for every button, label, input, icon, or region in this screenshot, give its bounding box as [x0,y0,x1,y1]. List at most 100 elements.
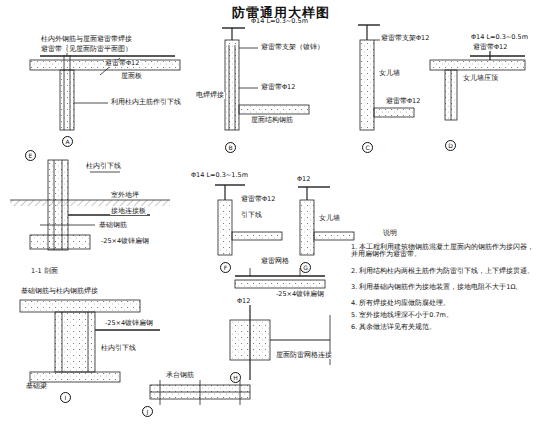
detail-stroke-stroke [298,186,330,187]
detail-stroke-stroke [90,172,120,173]
detail-stroke-stroke [314,232,354,240]
part-label: 屋面结构钢筋 [250,117,294,124]
detail-stroke-stroke [218,200,232,255]
detail-f [298,187,354,255]
detail-stroke-stroke [240,380,241,405]
part-label: 基础钢筋与柱内钢筋焊接 [20,288,99,295]
section-1-1 [10,160,170,250]
part-label: 避雷带Φ12 [104,60,140,67]
part-label: 避雷带Φ12 [472,44,508,51]
detail-stroke-stroke [235,45,236,130]
detail-stroke-stroke [306,187,307,200]
part-label: 柱内引下线 [100,345,137,352]
detail-stroke-stroke [360,40,374,130]
detail-stroke-stroke [215,184,245,185]
detail-stroke-stroke [229,45,230,130]
detail-stroke-stroke [10,200,170,206]
detail-stroke-stroke [20,300,140,312]
part-label: 室外地坪 [110,192,140,199]
detail-e [215,185,282,255]
detail-d [430,45,525,120]
detail-stroke-stroke [225,40,239,130]
part-label: Φ12 [236,298,251,305]
detail-stroke-stroke [430,60,525,70]
part-label: 基础钢筋 [98,222,128,229]
detail-stroke-stroke [470,55,525,56]
part-label: 屋面防雷网格连接 [275,352,333,359]
detail-stroke-stroke [239,48,258,49]
note-line: 5. 室外接地线埋深不小于0.7m。 [350,312,542,319]
part-label: 避雷带支架Φ12 [380,35,430,42]
detail-stroke-stroke [62,312,63,372]
detail-stroke-stroke [74,103,108,104]
note-line: 6. 其余做法详见有关规范。 [350,324,542,331]
detail-stroke-stroke [300,200,314,255]
detail-stroke-stroke [40,55,175,56]
detail-callout: A [62,136,73,147]
detail-stroke-stroke [64,55,65,130]
detail-stroke-stroke [30,235,90,249]
detail-callout: I [60,392,71,403]
detail-stroke-stroke [235,280,325,288]
detail-callout: B [225,142,236,153]
part-label: 1-1 剖面 [30,268,59,275]
detail-stroke-stroke [40,225,95,226]
part-label: -25×4镀锌扁钢 [104,320,154,327]
detail-stroke-stroke [231,28,232,40]
part-label: 说明 [382,230,398,237]
part-label: 电焊焊接 [195,92,225,99]
detail-stroke-stroke [88,312,89,372]
part-label: 避雷带Φ12 [260,84,296,91]
detail-i [20,300,160,382]
note-line: 3. 利用基础内钢筋作为接地装置，接地电阻不大于1Ω。 [350,284,542,291]
detail-stroke-stroke [239,105,309,114]
part-label: 女儿墙 [378,70,401,77]
detail-stroke-stroke [358,24,380,25]
detail-stroke-stroke [270,339,330,340]
detail-stroke-stroke [222,27,245,28]
part-label: 引下线 [240,212,263,219]
note-line: 4. 所有焊接处均应做防腐处理。 [350,300,542,307]
detail-stroke-stroke [60,70,74,130]
part-label: 避雷带支架（镀锌） [260,44,325,51]
detail-stroke-stroke [30,372,120,382]
detail-stroke-stroke [232,232,282,240]
detail-stroke-stroke [30,60,180,70]
detail-stroke-stroke [445,70,457,120]
detail-stroke-stroke [366,25,367,40]
part-label: 避雷带Φ12 [240,196,276,203]
part-label: Φ12 [296,176,311,183]
detail-callout: D [445,140,456,151]
detail-stroke-stroke [374,108,414,117]
detail-stroke-stroke [250,268,251,276]
note-line: 1. 本工程利用建筑物钢筋混凝土屋面内的钢筋作为接闪器，并用扁钢作为避雷带。 [350,244,542,259]
part-label: 承台钢筋 [165,372,195,379]
detail-stroke-stroke [70,55,71,130]
detail-stroke-stroke [200,380,201,405]
detail-callout: H [230,372,241,383]
part-label: 避雷带Φ12 [385,98,421,105]
part-label: 避雷带（见屋面防雷平面图） [40,46,133,53]
detail-callout: F [220,262,231,273]
part-label: -25×4镀锌扁钢 [100,238,150,245]
part-label: 柱内引下线 [85,163,122,170]
part-label: 女儿墙 [318,215,341,222]
part-label: 避雷网格 [260,258,290,265]
detail-callout: J [142,406,153,417]
part-label: 基础梁 [25,383,48,390]
detail-stroke-stroke [239,88,258,89]
part-label: Φ14 L=0.3~0.5m [250,18,309,25]
detail-callout: C [362,142,373,153]
detail-stroke-stroke [160,380,161,405]
detail-stroke-stroke [224,185,225,200]
note-line: 2. 利用结构柱内两根主筋作为防雷引下线，上下焊接贯通。 [350,268,542,275]
part-label: Φ14 L=0.3~1.5m [190,172,249,179]
detail-callout: G [300,262,311,273]
detail-g [230,268,330,380]
part-label: 接地连接板 [110,208,147,215]
detail-j [150,380,250,405]
detail-stroke-stroke [55,312,95,372]
part-label: 利用柱内主筋作引下线 [110,99,182,106]
detail-callout: E [25,150,36,161]
